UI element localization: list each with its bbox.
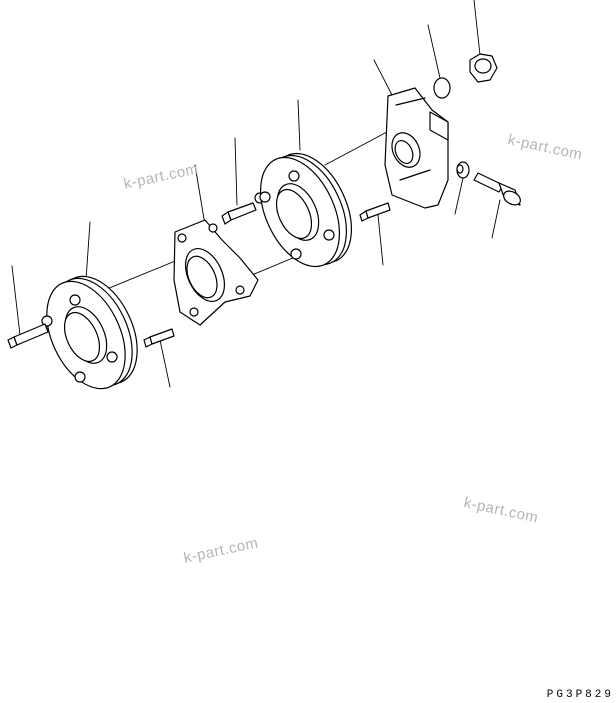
bolt-upper	[221, 192, 266, 225]
drawing-code: PG3P829	[546, 689, 614, 701]
bolt-lower	[143, 328, 175, 348]
leader-lines	[11, 0, 501, 388]
middle-flange-plate	[259, 152, 352, 268]
bolt-left	[7, 323, 49, 349]
bracket-cover	[384, 87, 449, 209]
long-bolt	[473, 172, 521, 206]
washer-upper	[433, 77, 451, 99]
bolt-right	[359, 202, 391, 222]
washer-lower	[456, 161, 470, 179]
bearing-housing	[173, 219, 259, 326]
large-flange-plate	[41, 275, 138, 390]
hex-nut	[469, 53, 498, 83]
